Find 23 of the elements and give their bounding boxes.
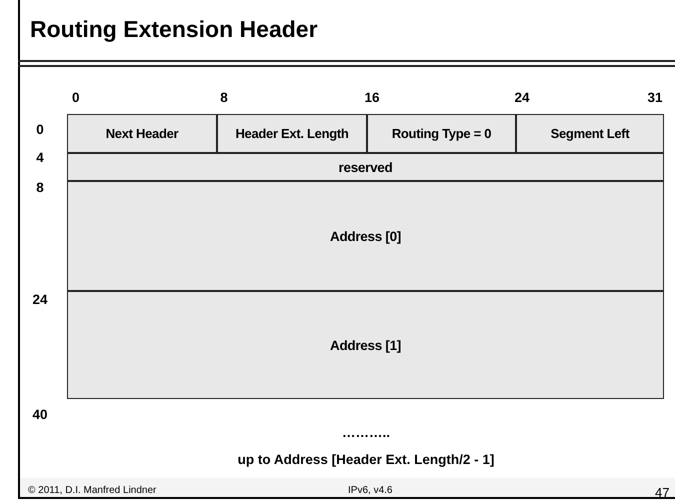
bit-number: 16 <box>364 90 380 105</box>
header-field: Address [0] <box>67 181 664 291</box>
ellipsis: ……….. <box>342 425 390 440</box>
byte-offset: 4 <box>36 150 44 165</box>
bit-number: 31 <box>647 90 663 105</box>
byte-offset: 40 <box>32 407 48 422</box>
copyright-note: © 2011, D.I. Manfred Lindner <box>28 485 156 496</box>
header-field: Address [1] <box>67 291 664 399</box>
byte-offset: 0 <box>36 122 44 137</box>
slide-subtitle: IPv6, v4.6 <box>348 485 392 496</box>
header-field: reserved <box>67 153 664 181</box>
bit-number: 8 <box>220 90 228 105</box>
bit-number: 24 <box>514 90 530 105</box>
page-number: 47 <box>655 485 670 500</box>
header-field: Next Header <box>67 114 217 153</box>
slide-title: Routing Extension Header <box>30 16 318 43</box>
header-field: Header Ext. Length <box>217 114 367 153</box>
header-field: Segment Left <box>516 114 664 153</box>
byte-offset: 8 <box>36 180 44 195</box>
note-text: up to Address [Header Ext. Length/2 - 1] <box>238 452 494 467</box>
bit-number: 0 <box>72 90 80 105</box>
byte-offset: 24 <box>32 292 48 307</box>
header-field: Routing Type = 0 <box>367 114 516 153</box>
